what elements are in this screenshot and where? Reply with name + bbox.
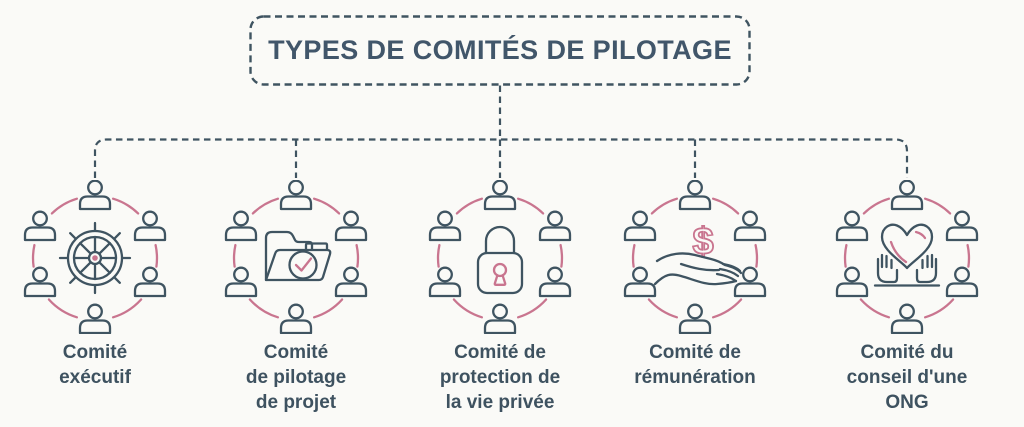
label-comite-conseil-ong: Comité du conseil d'une ONG	[846, 342, 968, 413]
padlock-icon	[476, 225, 524, 295]
title-box: TYPES DE COMITÉS DE PILOTAGE	[250, 16, 750, 85]
label-comite-protection-vie-privee: Comité de protection de la vie privée	[439, 342, 561, 413]
label-comite-remuneration: Comité de rémunération	[634, 342, 756, 388]
hands-heart-icon	[873, 223, 941, 287]
page-title: TYPES DE COMITÉS DE PILOTAGE	[268, 35, 732, 65]
group-comite-remuneration: $	[620, 180, 770, 334]
label-comite-pilotage-projet: Comité de pilotage de projet	[245, 342, 347, 413]
hand-dollar-icon: $	[653, 220, 743, 286]
ship-wheel-icon	[58, 221, 132, 295]
dollar-icon: $	[692, 221, 713, 263]
group-comite-conseil-ong	[832, 180, 982, 334]
label-comite-executif: Comité exécutif	[59, 342, 131, 388]
group-comite-executif	[20, 180, 170, 334]
group-comite-protection-vie-privee	[425, 180, 575, 334]
folder-check-icon	[264, 230, 332, 282]
group-comite-pilotage-projet	[221, 180, 371, 334]
